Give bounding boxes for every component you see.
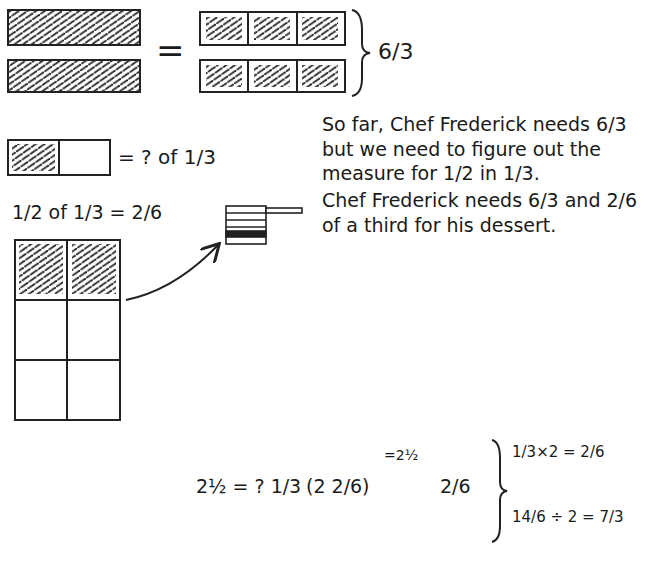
equation: 2½ = ? 1/3 — [196, 474, 301, 499]
equation: 1/3×2 = 2/6 — [512, 443, 605, 463]
fraction-result: 6/3 — [378, 38, 413, 67]
thirds-bar — [200, 12, 345, 45]
brace — [492, 440, 507, 542]
mixed-number: (2 2/6) — [306, 474, 370, 499]
half-bar — [8, 140, 110, 175]
measuring-cup — [226, 206, 302, 244]
sixths-grid — [15, 240, 120, 420]
note-text: So far, Chef Frederick needs 6/3 but we … — [322, 112, 648, 186]
thirds-bar — [200, 60, 345, 92]
equation: 1/2 of 1/3 = 2/6 — [12, 200, 162, 225]
whole-bar — [8, 60, 140, 92]
whole-bar — [8, 10, 140, 45]
equation: 14/6 ÷ 2 = 7/3 — [512, 508, 624, 528]
pointer-arrow — [126, 245, 218, 300]
note-text: Chef Frederick needs 6/3 and 2/6 of a th… — [322, 188, 648, 237]
question-text: = ? of 1/3 — [118, 144, 216, 170]
equation: =2½ — [384, 446, 418, 464]
equals-sign: = — [156, 28, 185, 72]
fraction: 2/6 — [440, 474, 471, 499]
brace — [352, 10, 370, 96]
